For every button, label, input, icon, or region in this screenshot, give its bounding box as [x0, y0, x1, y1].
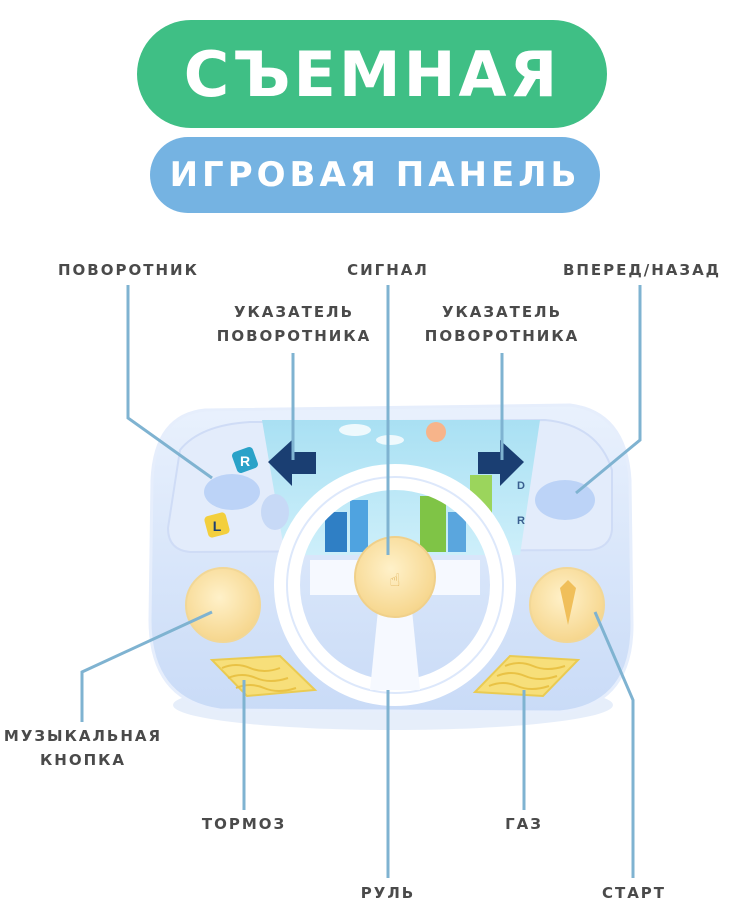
title-banner: СЪЕМНАЯ — [137, 20, 607, 128]
gear-r-text: R — [240, 453, 250, 469]
label-music-button: МУЗЫКАЛЬНАЯ КНОПКА — [3, 727, 163, 769]
gear-r-badge — [232, 447, 258, 473]
label-turn-lever: ПОВОРОТНИК — [58, 261, 199, 279]
building — [325, 512, 347, 552]
left-arrow-icon — [268, 440, 316, 486]
building — [448, 512, 466, 552]
label-indicator-right: УКАЗАТЕЛЬ ПОВОРОТНИКА — [424, 303, 580, 345]
label-horn: СИГНАЛ — [347, 261, 429, 279]
line-music-button — [80, 610, 213, 722]
music-button — [185, 567, 261, 643]
gear-d-text: D — [517, 480, 525, 492]
turn-lever — [204, 474, 260, 510]
right-arrow-icon — [478, 440, 524, 486]
key-icon — [560, 580, 576, 625]
cloud-icon — [339, 424, 371, 436]
line-start — [593, 611, 635, 878]
subtitle-text: ИГРОВАЯ ПАНЕЛЬ — [169, 155, 581, 195]
label-brake: ТОРМОЗ — [201, 815, 287, 833]
horn-button — [354, 536, 436, 618]
balloon-icon — [426, 422, 446, 442]
gas-pedal-texture — [488, 662, 566, 690]
cloud-icon — [376, 435, 404, 445]
label-forward-back: ВПЕРЕД/НАЗАД — [562, 261, 722, 279]
horn-icon: ☝ — [390, 570, 401, 591]
line-turn-lever — [126, 285, 213, 480]
label-wheel: РУЛЬ — [360, 884, 416, 902]
label-indicator-left: УКАЗАТЕЛЬ ПОВОРОТНИКА — [216, 303, 372, 345]
title-text: СЪЕМНАЯ — [183, 37, 561, 111]
building — [350, 500, 368, 552]
label-start: СТАРТ — [601, 884, 667, 902]
building — [420, 496, 446, 552]
gear-l-badge — [204, 512, 230, 538]
lever-stem — [261, 494, 289, 530]
line-forward-back — [575, 285, 642, 495]
subtitle-banner: ИГРОВАЯ ПАНЕЛЬ — [150, 137, 600, 213]
steering-wheel-rim-edge — [286, 476, 504, 694]
gear-l-text: L — [213, 518, 222, 534]
label-gas: ГАЗ — [505, 815, 543, 833]
gear-r2-text: R — [517, 515, 525, 527]
